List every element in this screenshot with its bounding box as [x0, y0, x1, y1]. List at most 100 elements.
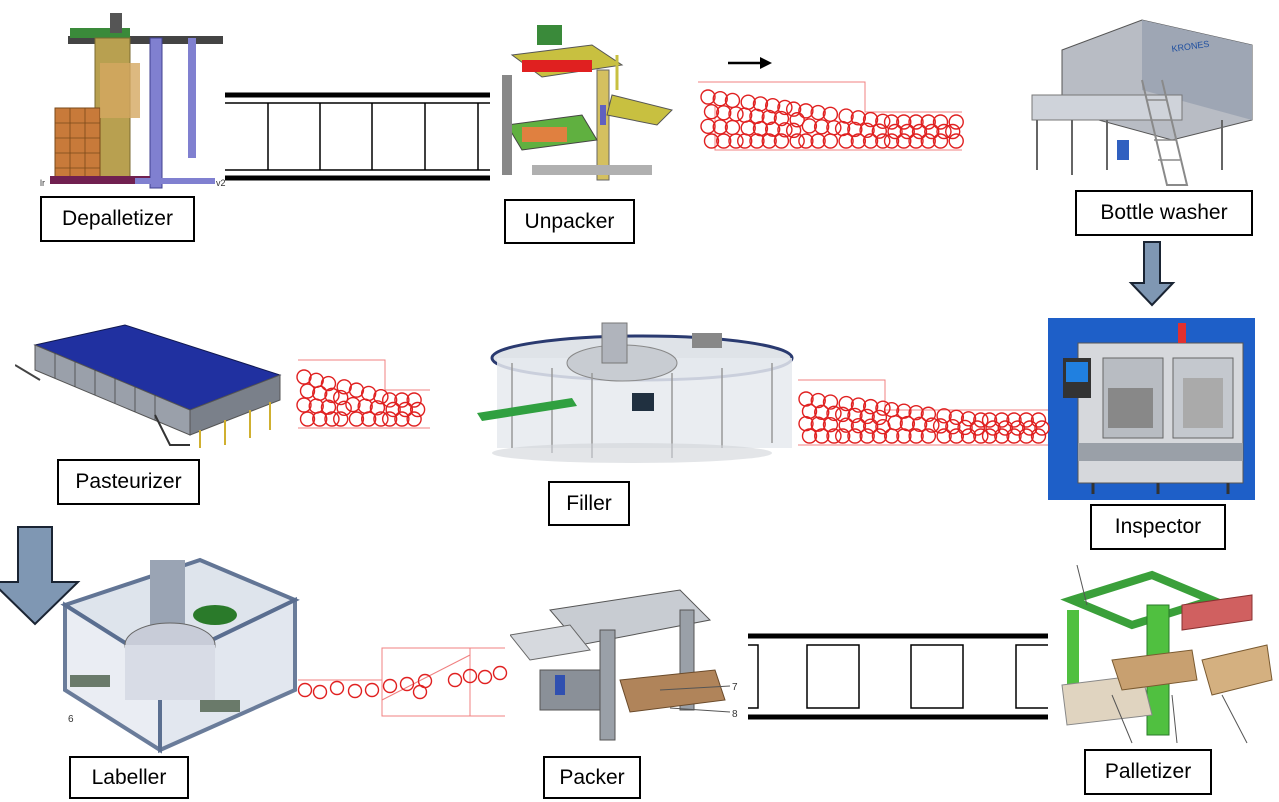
bottle-icon: [932, 133, 949, 149]
bottle-icon: [312, 411, 328, 427]
bottle-icon: [862, 133, 879, 149]
bottle-icon: [847, 407, 863, 424]
bottle-icon: [859, 428, 875, 444]
bottle-icon: [850, 397, 867, 413]
bottle-icon: [348, 382, 365, 398]
bottle-stream-unpacker-washer: [698, 81, 964, 151]
label-inspector: Inspector: [1090, 504, 1226, 550]
bottle-icon: [773, 110, 790, 127]
bottle-icon: [899, 123, 915, 140]
depalletizer-illustration: lr v2: [40, 13, 226, 189]
label-unpacker: Unpacker: [504, 199, 635, 244]
bottle-icon: [908, 133, 924, 149]
bottle-icon: [838, 133, 854, 149]
bottle-icon: [703, 133, 720, 149]
bottle-icon: [826, 405, 842, 422]
bottle-icon: [945, 123, 961, 140]
bottle-icon: [896, 114, 912, 130]
bottle-icon: [883, 114, 900, 130]
bottle-icon: [399, 676, 415, 692]
bottle-icon: [336, 400, 352, 416]
bottle-icon: [381, 392, 398, 408]
bottle-icon: [785, 101, 802, 117]
bottle-icon: [994, 412, 1010, 428]
bottle-icon: [764, 97, 781, 114]
bottle-icon: [789, 133, 805, 149]
filler-illustration: [477, 322, 794, 463]
bottle-icon: [299, 383, 316, 399]
bottle-icon: [798, 133, 814, 149]
bottle-icon: [333, 411, 349, 427]
bottle-icon: [810, 133, 826, 149]
direction-arrow-icon: [728, 57, 772, 69]
bottle-icon: [911, 123, 928, 140]
label-pasteurizer: Pasteurizer: [57, 459, 200, 505]
bottle-icon: [908, 114, 924, 130]
bottle-icon: [814, 404, 830, 421]
bottle-icon: [932, 418, 949, 434]
bottle-icon: [324, 411, 340, 427]
bottle-icon: [875, 113, 891, 129]
bottle-icon: [382, 678, 398, 694]
bottle-icon: [859, 122, 875, 138]
bottle-icon: [1034, 420, 1050, 436]
depalletizer-callout-right: v2: [216, 178, 226, 188]
bottle-icon: [716, 133, 732, 149]
bottle-icon: [862, 398, 879, 415]
bottle-icon: [945, 418, 961, 435]
bottle-icon: [373, 388, 389, 405]
bottle-icon: [394, 392, 410, 408]
bottle-icon: [297, 682, 313, 698]
bottle-icon: [822, 394, 839, 410]
bottle-icon: [1022, 420, 1038, 436]
label-palletizer: Palletizer: [1084, 749, 1212, 795]
bottle-icon: [312, 684, 328, 700]
bottle-icon: [447, 672, 463, 688]
bottle-icon: [761, 109, 777, 126]
bottle-icon: [924, 123, 940, 140]
bottle-icon: [920, 428, 937, 444]
bottle-icon: [394, 411, 410, 427]
bottle-icon: [1009, 420, 1026, 436]
bottle-icon: [822, 416, 839, 433]
bottle-icon: [777, 122, 793, 138]
bottle-icon: [406, 392, 422, 408]
bottle-icon: [810, 392, 826, 409]
bottle-icon: [871, 409, 888, 426]
bottle-icon: [324, 387, 340, 404]
bottle-icon: [920, 406, 937, 422]
bottle-icon: [700, 118, 716, 135]
bottle-icon: [764, 121, 781, 137]
bottle-icon: [875, 133, 891, 149]
bottle-icon: [385, 401, 401, 418]
bottle-icon: [875, 400, 891, 416]
bottle-icon: [728, 133, 744, 149]
bottle-icon: [477, 669, 493, 685]
bottle-icon: [969, 420, 986, 436]
bottle-icon: [936, 428, 952, 444]
bottle-icon: [948, 428, 965, 444]
bottle-washer-illustration: KRONES: [1031, 19, 1253, 186]
bottle-icon: [348, 411, 365, 427]
bottle-icon: [871, 428, 888, 444]
labeller-illustration: 6: [60, 557, 300, 754]
bottle-icon: [336, 379, 352, 395]
bottle-icon: [320, 375, 337, 392]
bottle-icon: [373, 411, 389, 427]
bottle-icon: [737, 133, 753, 149]
bottle-icon: [981, 428, 998, 444]
bottle-icon: [299, 411, 316, 427]
bottle-icon: [960, 411, 977, 427]
bottle-icon: [871, 123, 888, 139]
bottle-stream-filler-inspector: [798, 379, 1050, 446]
label-labeller: Labeller: [69, 756, 189, 799]
bottle-icon: [409, 401, 426, 418]
bottle-icon: [801, 118, 818, 134]
bottle-icon: [957, 419, 973, 436]
label-bottle-washer: Bottle washer: [1075, 190, 1253, 236]
flow-arrow-down-left-icon: [0, 526, 81, 626]
bottle-icon: [981, 412, 998, 428]
bottle-icon: [785, 122, 802, 139]
bottle-icon: [712, 91, 728, 107]
bottle-icon: [462, 668, 478, 684]
